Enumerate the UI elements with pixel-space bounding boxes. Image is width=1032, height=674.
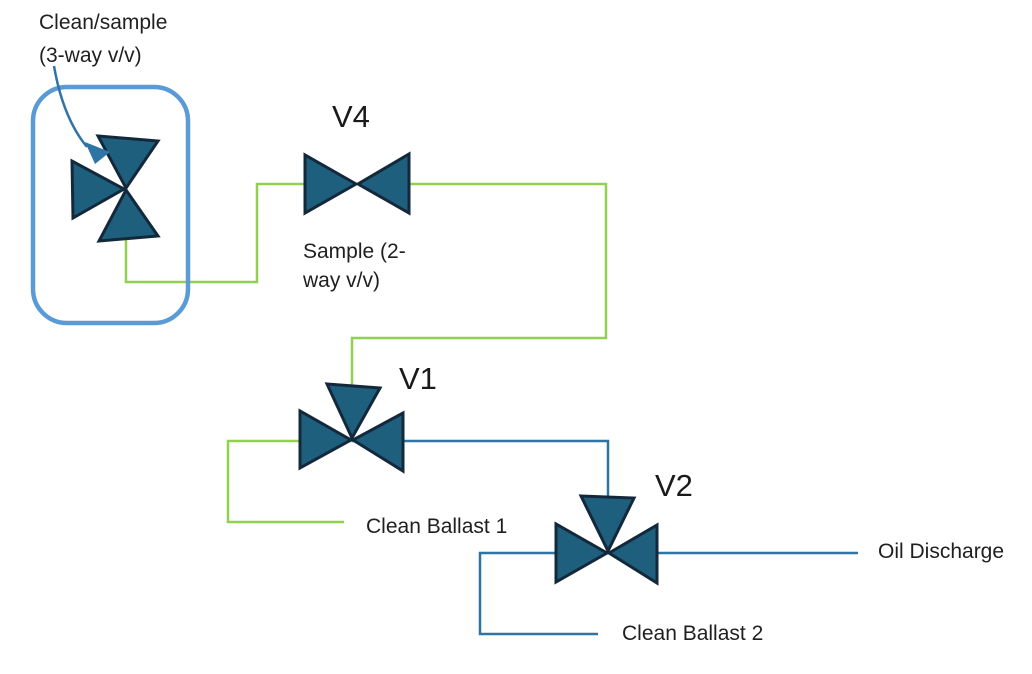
valve-triangle-left bbox=[298, 408, 355, 471]
clean-ballast-2-label: Clean Ballast 2 bbox=[622, 622, 764, 645]
valve-triangle-left bbox=[303, 152, 360, 216]
clean-ballast-1-label: Clean Ballast 1 bbox=[366, 515, 508, 538]
callout-arrowhead-icon bbox=[85, 142, 110, 164]
pipe-v4-to-v1 bbox=[350, 182, 608, 387]
clean-sample-label-line2: (3-way v/v) bbox=[39, 44, 142, 67]
valve-triangle-left bbox=[70, 158, 128, 221]
pipe-v2-to-clean-ballast-2 bbox=[478, 551, 608, 636]
valve-v1-symbol bbox=[298, 382, 405, 474]
valve-triangle-top bbox=[95, 134, 161, 191]
valve-v4-label: V4 bbox=[332, 99, 370, 134]
valve-triangle-right bbox=[355, 151, 411, 216]
valve-v4-symbol bbox=[303, 151, 411, 216]
pipe-v1-to-clean-ballast-1 bbox=[226, 439, 352, 524]
clean-sample-label-line1: Clean/sample bbox=[39, 11, 168, 34]
valve-triangle-left bbox=[554, 521, 611, 585]
callout-arrow-curve bbox=[52, 65, 88, 148]
valve-v2-label: V2 bbox=[655, 468, 693, 503]
valve-v2-symbol bbox=[554, 494, 659, 586]
clean-sample-label: Clean/sample (3-way v/v) bbox=[39, 6, 167, 72]
valve-triangle-right bbox=[350, 410, 405, 474]
clean-sample-valve-symbol bbox=[70, 134, 161, 243]
sample-valve-label: Sample (2- way v/v) bbox=[303, 237, 406, 295]
pipe-clean-sample-to-v4 bbox=[124, 182, 306, 284]
callout-arrow bbox=[52, 65, 110, 164]
sample-valve-label-line2: way v/v) bbox=[303, 269, 381, 292]
oil-discharge-label: Oil Discharge bbox=[878, 540, 1005, 563]
valve-triangle-top bbox=[324, 382, 383, 442]
valve-triangle-bottom bbox=[96, 187, 161, 243]
valve-triangle-top bbox=[578, 494, 637, 555]
valve-triangle-right bbox=[606, 522, 659, 586]
sample-valve-label-line1: Sample (2- bbox=[303, 240, 406, 263]
pipe-v1-to-v2 bbox=[352, 439, 610, 497]
clean-sample-grouping-box bbox=[30, 84, 191, 326]
valve-v1-label: V1 bbox=[399, 361, 437, 396]
